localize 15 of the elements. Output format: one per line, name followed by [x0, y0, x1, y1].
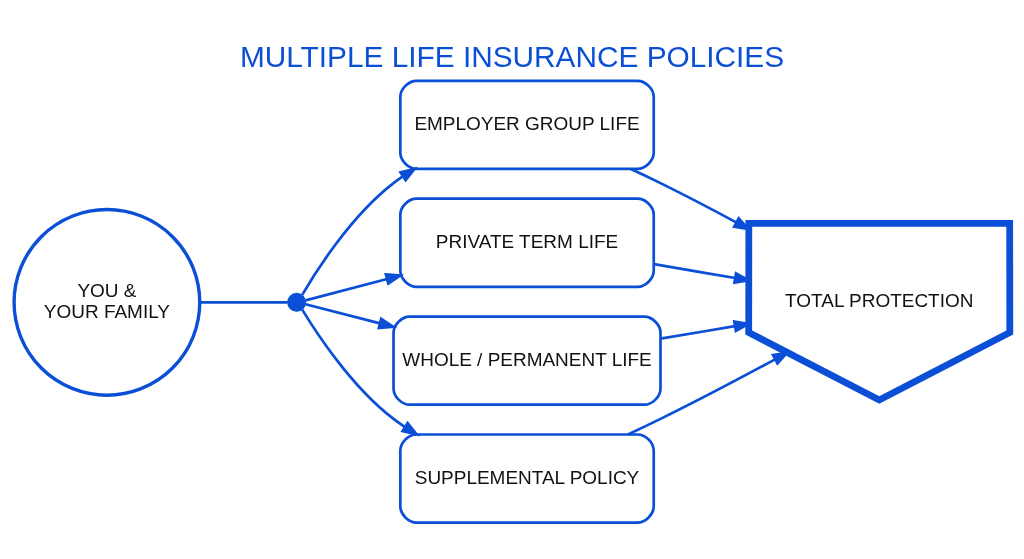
arrow [301, 308, 421, 436]
node-circle: YOU & YOUR FAMILY [12, 207, 202, 397]
node-box: PRIVATE TERM LIFE [398, 196, 656, 288]
arrow [305, 272, 405, 302]
connector [200, 300, 288, 304]
node-box: EMPLOYER GROUP LIFE [398, 78, 656, 170]
node-box: WHOLE / PERMANENT LIFE [392, 314, 662, 406]
arrow [660, 319, 753, 340]
arrow [305, 302, 398, 329]
arrow [301, 166, 418, 296]
arrow [627, 350, 791, 436]
node-box: SUPPLEMENTAL POLICY [398, 432, 656, 524]
arrow [653, 262, 753, 284]
node-circle [287, 292, 307, 312]
diagram-title: MULTIPLE LIFE INSURANCE POLICIES [239, 39, 785, 73]
